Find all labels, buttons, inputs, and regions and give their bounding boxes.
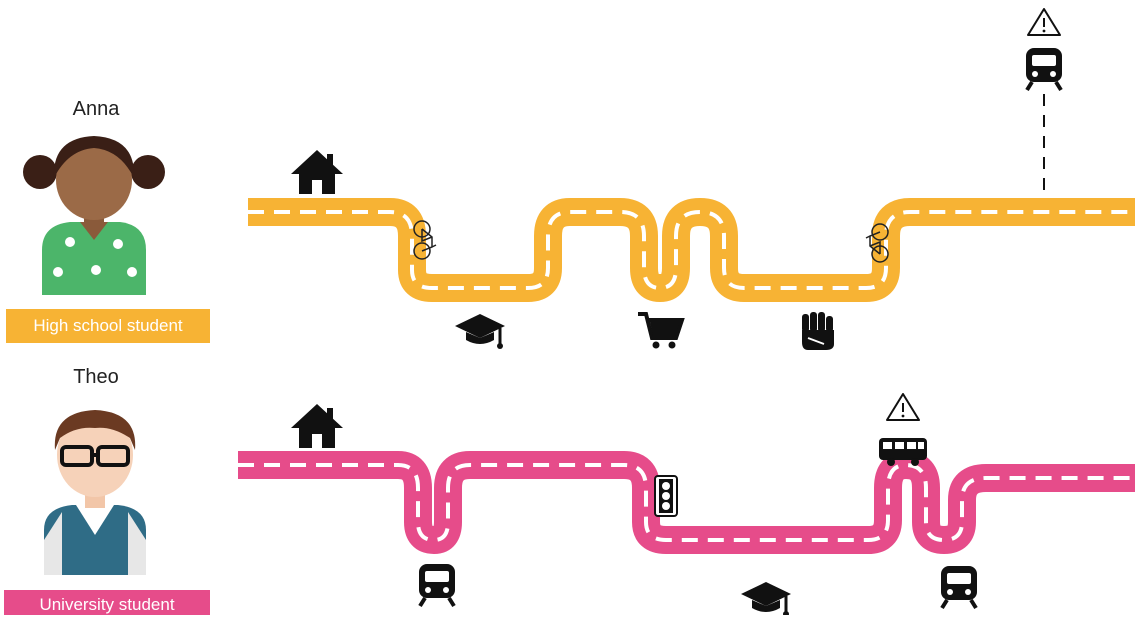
- graduation-cap-icon: [741, 582, 791, 615]
- route-theo: [238, 465, 1135, 540]
- train-icon: [419, 564, 455, 606]
- warning-icon: [1028, 9, 1060, 35]
- shopping-cart-icon: [638, 314, 682, 349]
- raised-fist-icon: [802, 312, 834, 350]
- train-icon: [1026, 48, 1062, 90]
- home-icon: [291, 404, 343, 448]
- avatar-theo: [44, 410, 146, 575]
- avatar-anna: [23, 136, 165, 295]
- warning-icon: [887, 394, 919, 420]
- graduation-cap-icon: [455, 314, 505, 349]
- traffic-light-icon: [655, 476, 677, 516]
- route-anna: [248, 212, 1135, 288]
- train-icon: [941, 566, 977, 608]
- home-icon: [291, 150, 343, 194]
